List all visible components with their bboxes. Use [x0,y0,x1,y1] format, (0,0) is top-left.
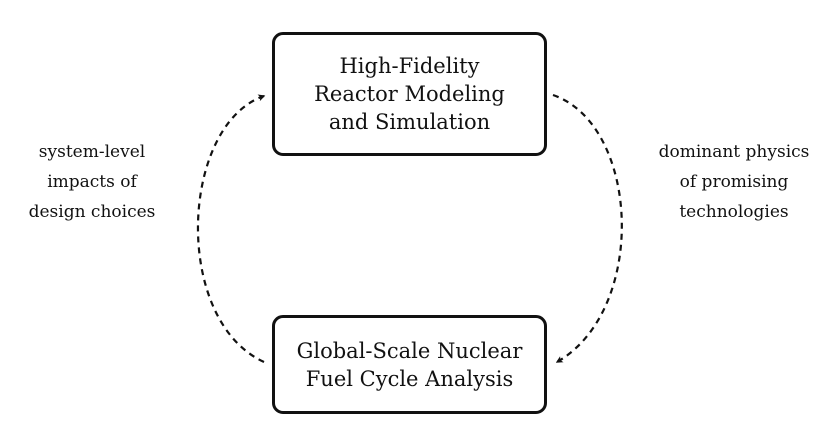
edge-right-line-3: technologies [679,202,789,222]
node-bottom-text: Global-Scale Nuclear Fuel Cycle Analysis [297,337,523,393]
arrow-top-to-bottom [552,93,623,363]
edge-left-line-2: impacts of [47,172,137,192]
edge-left-line-3: design choices [28,202,156,222]
edge-label-left: system-level impacts of design choices [12,137,172,227]
node-bottom-line-1: Global-Scale Nuclear [296,338,523,363]
node-bottom-line-2: Fuel Cycle Analysis [305,366,514,391]
node-high-fidelity-reactor-modeling: High-Fidelity Reactor Modeling and Simul… [272,32,547,156]
edge-left-line-1: system-level [38,142,146,162]
node-top-line-2: Reactor Modeling [314,82,505,106]
node-top-line-1: High-Fidelity [339,54,480,78]
node-top-text: High-Fidelity Reactor Modeling and Simul… [314,52,505,136]
arrow-bottom-to-top [196,94,266,363]
edge-right-line-1: dominant physics [658,142,810,162]
node-top-line-3: and Simulation [328,110,491,134]
edge-right-line-2: of promising [679,172,789,192]
edge-label-right: dominant physics of promising technologi… [644,137,824,227]
node-global-scale-fuel-cycle-analysis: Global-Scale Nuclear Fuel Cycle Analysis [272,315,547,414]
